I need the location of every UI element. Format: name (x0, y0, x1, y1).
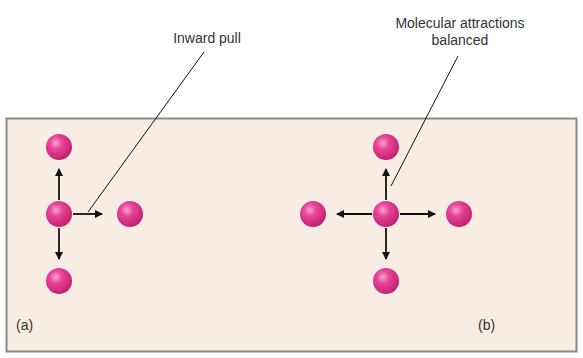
force-arrow (337, 213, 372, 215)
molecule (46, 134, 72, 160)
force-arrow (73, 213, 102, 215)
molecule (373, 134, 399, 160)
molecule (373, 201, 399, 227)
force-arrow (58, 228, 60, 259)
molecule (446, 201, 472, 227)
molecule-group-b (300, 134, 472, 294)
molecule (117, 201, 143, 227)
part-label: (a) (16, 317, 33, 334)
force-arrow (385, 228, 387, 259)
molecule (46, 268, 72, 294)
molecule-group-a (46, 134, 143, 294)
callout-label: Molecular attractions balanced (375, 15, 545, 49)
leader-line (391, 56, 458, 186)
molecule (373, 268, 399, 294)
force-arrow (58, 169, 60, 200)
force-arrow (385, 169, 387, 200)
leader-line (88, 52, 204, 212)
molecule (300, 201, 326, 227)
force-arrow (400, 213, 435, 215)
callout-label: Inward pull (173, 30, 241, 47)
molecule (46, 201, 72, 227)
part-label: (b) (478, 317, 495, 334)
background-panel (7, 119, 577, 352)
